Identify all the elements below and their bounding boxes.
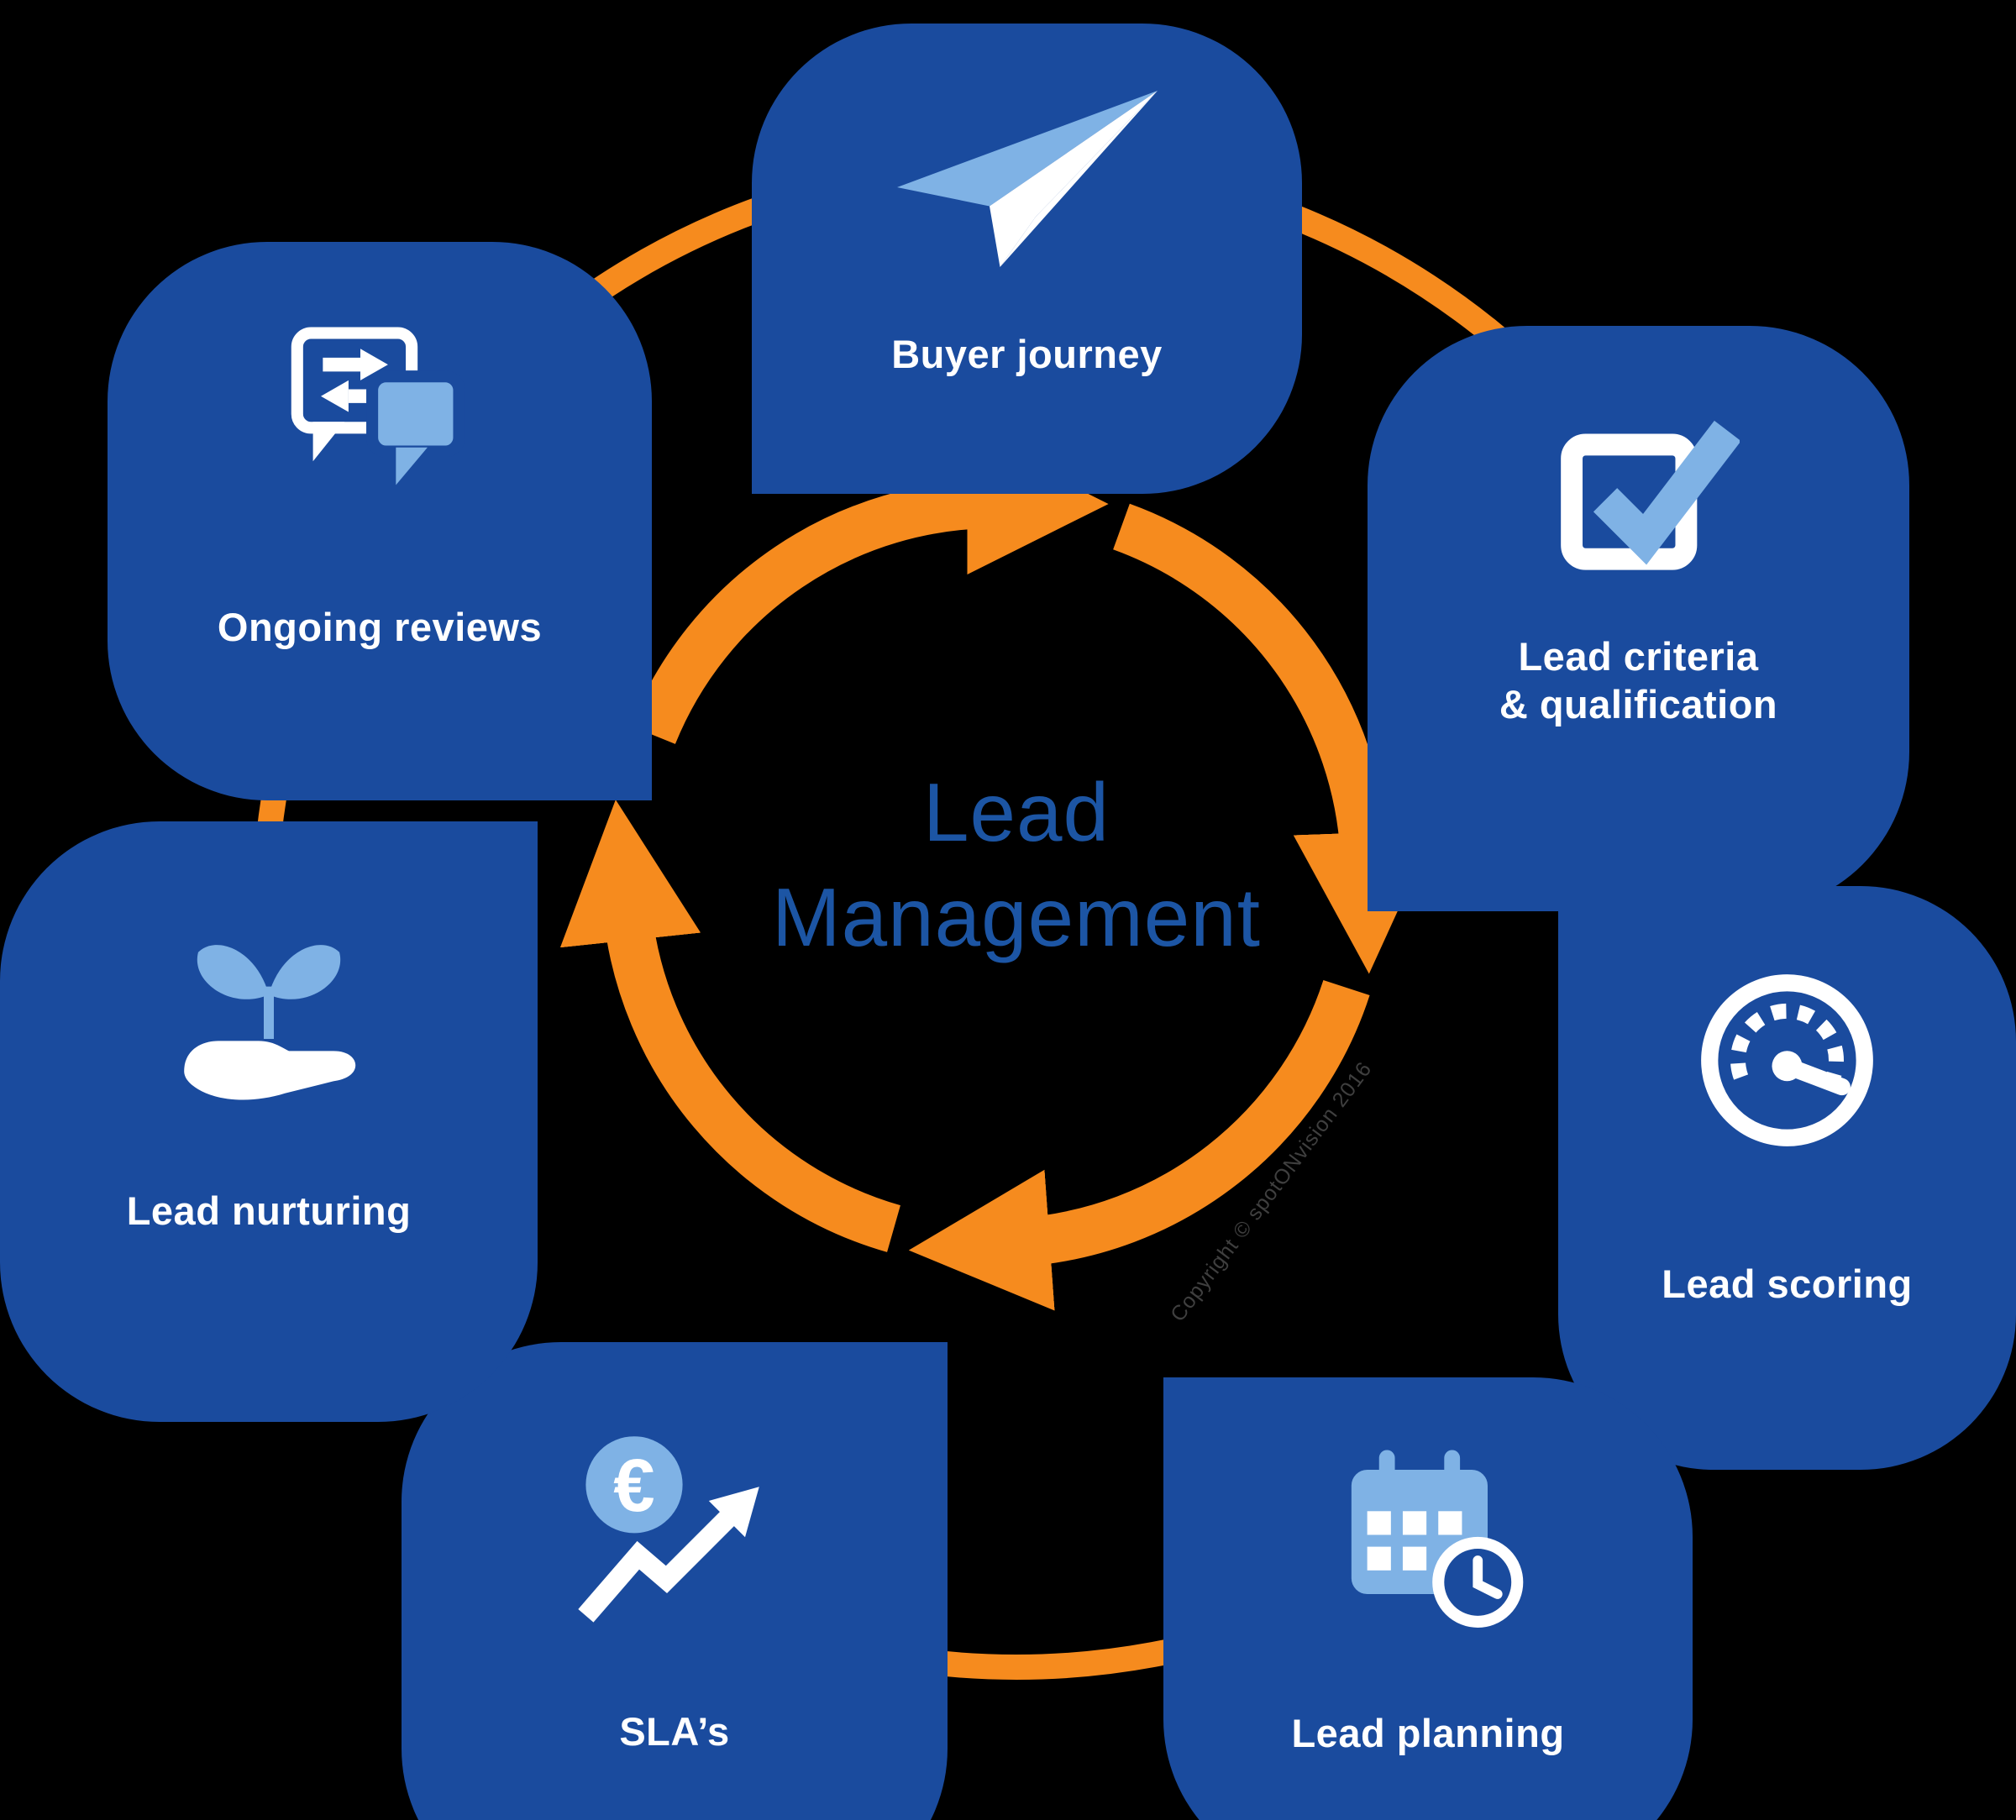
checkbox-check-icon [1560,420,1740,570]
cycle-arrow-right [1113,503,1435,974]
node-lead-planning: Lead planning [1163,1377,1693,1820]
node-buyer-journey: Buyer journey [752,24,1302,494]
gauge-icon [1701,974,1873,1146]
chat-exchange-icon [291,327,465,485]
node-ongoing-reviews: Ongoing reviews [108,242,652,800]
node-label: Lead nurturing [126,1188,412,1233]
center-title-line1: Lead [922,766,1110,858]
node-label: Buyer journey [891,332,1163,376]
paper-plane-icon [896,91,1158,267]
cycle-arrows [559,433,1435,1311]
node-lead-scoring: Lead scoring [1558,886,2016,1470]
node-label: Ongoing reviews [217,605,543,649]
cycle-arrow-left [559,800,901,1252]
center-title-line2: Management [771,871,1262,964]
cycle-arrow-top [630,433,1109,744]
center-title: Lead Management [680,760,1352,971]
euro-trend-icon: € [578,1436,759,1623]
node-lead-criteria-qualification: Lead criteria & qualification [1368,326,1909,911]
node-slas: € SLA’s [402,1342,948,1820]
svg-text:€: € [613,1444,654,1527]
node-lead-nurturing: Lead nurturing [0,821,538,1422]
calendar-clock-icon [1351,1450,1523,1628]
node-label: Lead planning [1291,1711,1565,1755]
node-label: Lead scoring [1662,1261,1913,1306]
node-label: SLA’s [619,1709,730,1754]
node-label: Lead criteria & qualification [1499,634,1778,727]
cycle-arrow-bottom [908,979,1370,1311]
hand-sprout-icon [184,945,356,1100]
